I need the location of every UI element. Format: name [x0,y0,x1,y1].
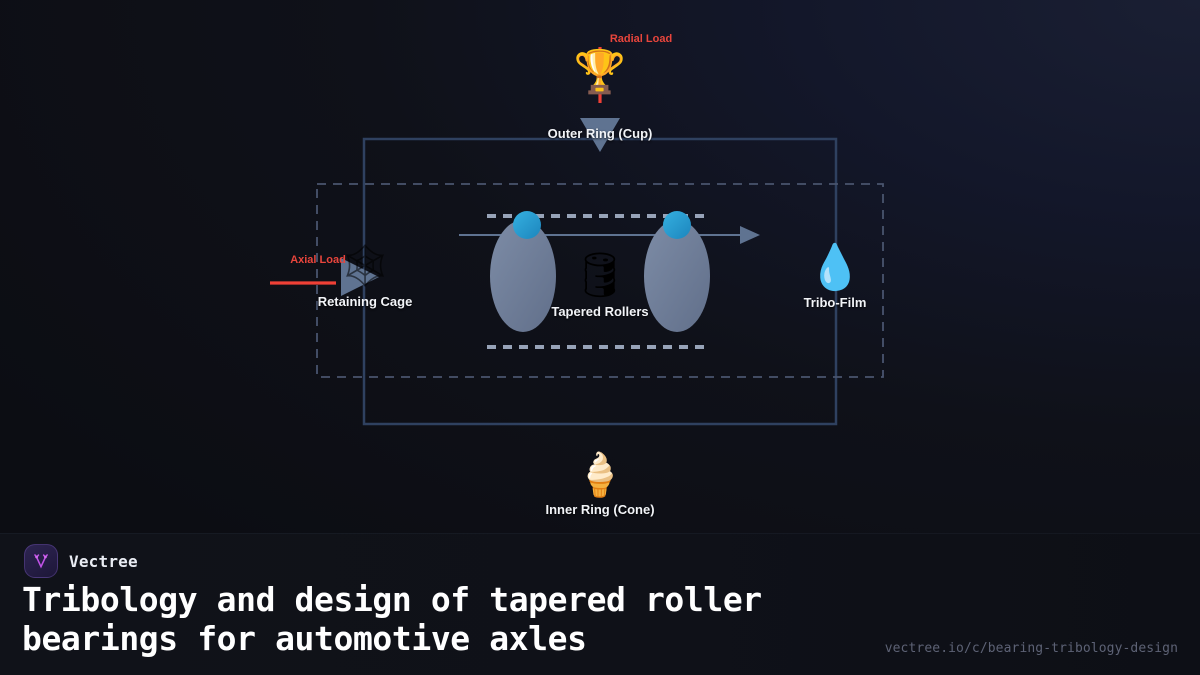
page-title-line-2: bearings for automotive axles [22,618,587,658]
retaining-cage-frame [316,183,884,378]
oil-drum-icon: 🛢 [572,250,628,301]
diagram-vector-layer [270,47,884,426]
brand-name: Vectree [69,551,138,571]
tribo-film-label: Tribo-Film [803,295,867,310]
radial-load-arrow-icon [580,118,620,152]
page-title-line-1: Tribology and design of tapered roller [22,580,762,619]
inner-ring-label: Inner Ring (Cone) [545,502,655,517]
radial-load-label: Radial Load [609,33,673,45]
vectree-glyph [34,554,48,569]
roller-right-body [644,220,710,332]
vectree-logo-icon [24,544,58,578]
trophy-icon: 🏆 [573,47,627,96]
axial-load-label: Axial Load [290,254,346,266]
outer-ring-label: Outer Ring (Cup) [547,126,653,141]
droplet-icon: 💧 [807,242,863,293]
spider-web-icon: 🕸 [338,241,392,290]
axial-load-arrow-icon [341,258,379,296]
roller-left-cap [513,211,541,239]
roller-left-body [490,220,556,332]
tapered-rollers-label: Tapered Rollers [551,304,649,319]
brand-row: Vectree [24,544,138,578]
retaining-cage-label: Retaining Cage [317,294,413,309]
ice-cream-cone-icon: 🍦 [573,450,627,499]
page-title: Tribology and design of tapered roller b… [22,580,862,659]
slide-footer: Vectree Tribology and design of tapered … [0,533,1200,675]
roller-right-cap [663,211,691,239]
bearing-diagram: 🏆 🕸 🛢 💧 🍦 Outer Ring (Cup) Retaining Cag… [270,33,884,517]
source-url: vectree.io/c/bearing-tribology-design [884,641,1178,656]
raceway-flow-arrow-icon [740,226,760,244]
